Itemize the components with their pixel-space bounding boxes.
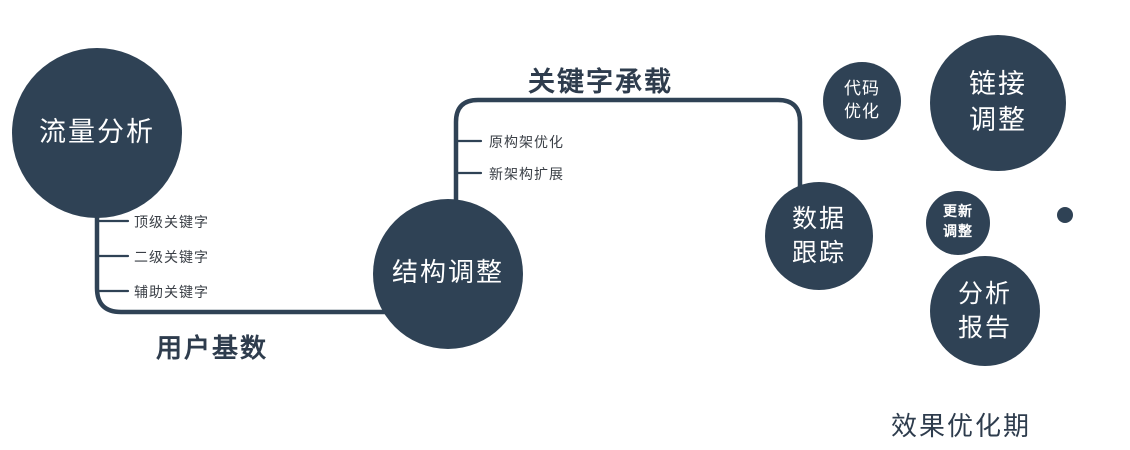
node-structure-adjust: 结构调整 — [373, 199, 523, 349]
edge-label-keyword-carry: 关键字承载 — [528, 67, 673, 98]
bullet-dot — [1057, 207, 1073, 223]
node-traffic-analysis: 流量分析 — [12, 48, 182, 218]
tick-lines-left — [95, 219, 130, 293]
edge-label-user-base: 用户基数 — [156, 334, 269, 364]
branch-label-second-keywords: 二级关键字 — [134, 250, 209, 266]
tick-lines-middle — [454, 139, 483, 175]
branch-label-top-keywords: 顶级关键字 — [134, 215, 209, 231]
caption-effect-period: 效果优化期 — [891, 412, 1032, 442]
node-code-optimize: 代码 优化 — [823, 62, 901, 140]
branch-label-original-arch: 原构架优化 — [489, 135, 564, 151]
connector-keyword-carry — [453, 97, 803, 215]
node-link-adjust: 链接 调整 — [930, 35, 1066, 171]
node-update-adjust: 更新 调整 — [926, 191, 990, 255]
connector-user-base — [94, 182, 395, 315]
node-data-tracking: 数据 跟踪 — [765, 182, 873, 290]
node-analysis-report: 分析 报告 — [930, 256, 1040, 366]
branch-label-aux-keywords: 辅助关键字 — [134, 285, 209, 301]
branch-label-new-arch: 新架构扩展 — [489, 167, 564, 183]
